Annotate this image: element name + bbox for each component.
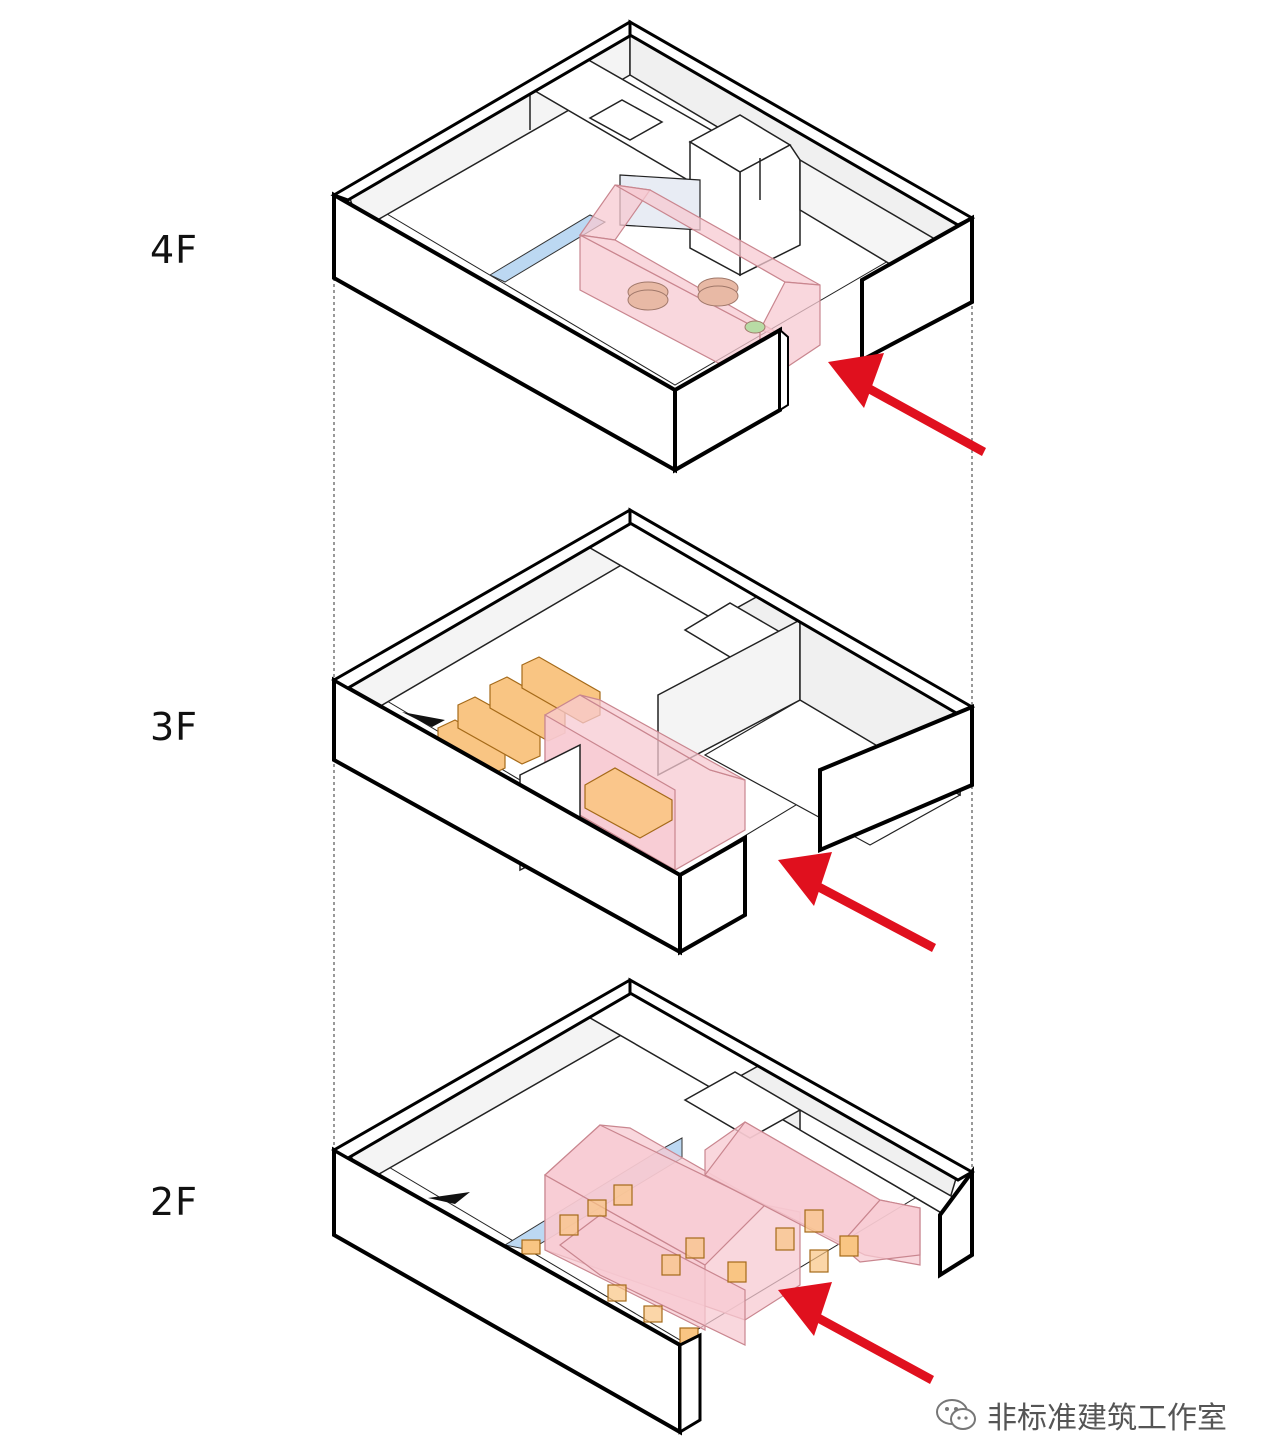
- floor-3f-table: [584, 767, 673, 839]
- floor-2f-front-right-wall: [938, 1165, 974, 1279]
- floor-label-4f: 4F: [150, 228, 199, 272]
- floor-2f-pink-volume-right: [704, 1121, 921, 1266]
- floor-2f: [330, 977, 976, 1436]
- floor-4f-service-rooms: [528, 57, 801, 277]
- floor-3f-front-right-wall: [818, 704, 974, 854]
- floor-label-2f: 2F: [150, 1180, 199, 1224]
- floor-2f-top-right-rim: [628, 977, 976, 1182]
- watermark-text: 非标准建筑工作室: [987, 1401, 1227, 1436]
- floor-3f: [330, 507, 976, 956]
- floor-label-3f: 3F: [150, 705, 199, 749]
- watermark: 非标准建筑工作室: [935, 1392, 1227, 1438]
- entry-arrows: [778, 353, 986, 1384]
- floor-2f-crates: [521, 1184, 859, 1345]
- floor-4f-front-right-wall: [860, 214, 974, 364]
- wechat-icon: [936, 1399, 976, 1430]
- entry-arrow-3f: [778, 852, 936, 952]
- floor-2f-stair-icon: [428, 1192, 470, 1204]
- floor-4f-entry-return: [779, 327, 789, 412]
- floor-4f-round-tables: [627, 277, 766, 334]
- entry-arrow-4f: [828, 353, 986, 456]
- floor-3f-stair-icon: [402, 712, 445, 727]
- floor-2f-entry-wall: [678, 1332, 702, 1435]
- floor-2f-service-rooms: [583, 989, 960, 1216]
- floor-4f: [330, 19, 976, 474]
- floor-3f-entry-wall: [678, 834, 747, 956]
- floor-4f-pink-volume: [578, 184, 821, 387]
- entry-arrow-2f: [778, 1282, 934, 1384]
